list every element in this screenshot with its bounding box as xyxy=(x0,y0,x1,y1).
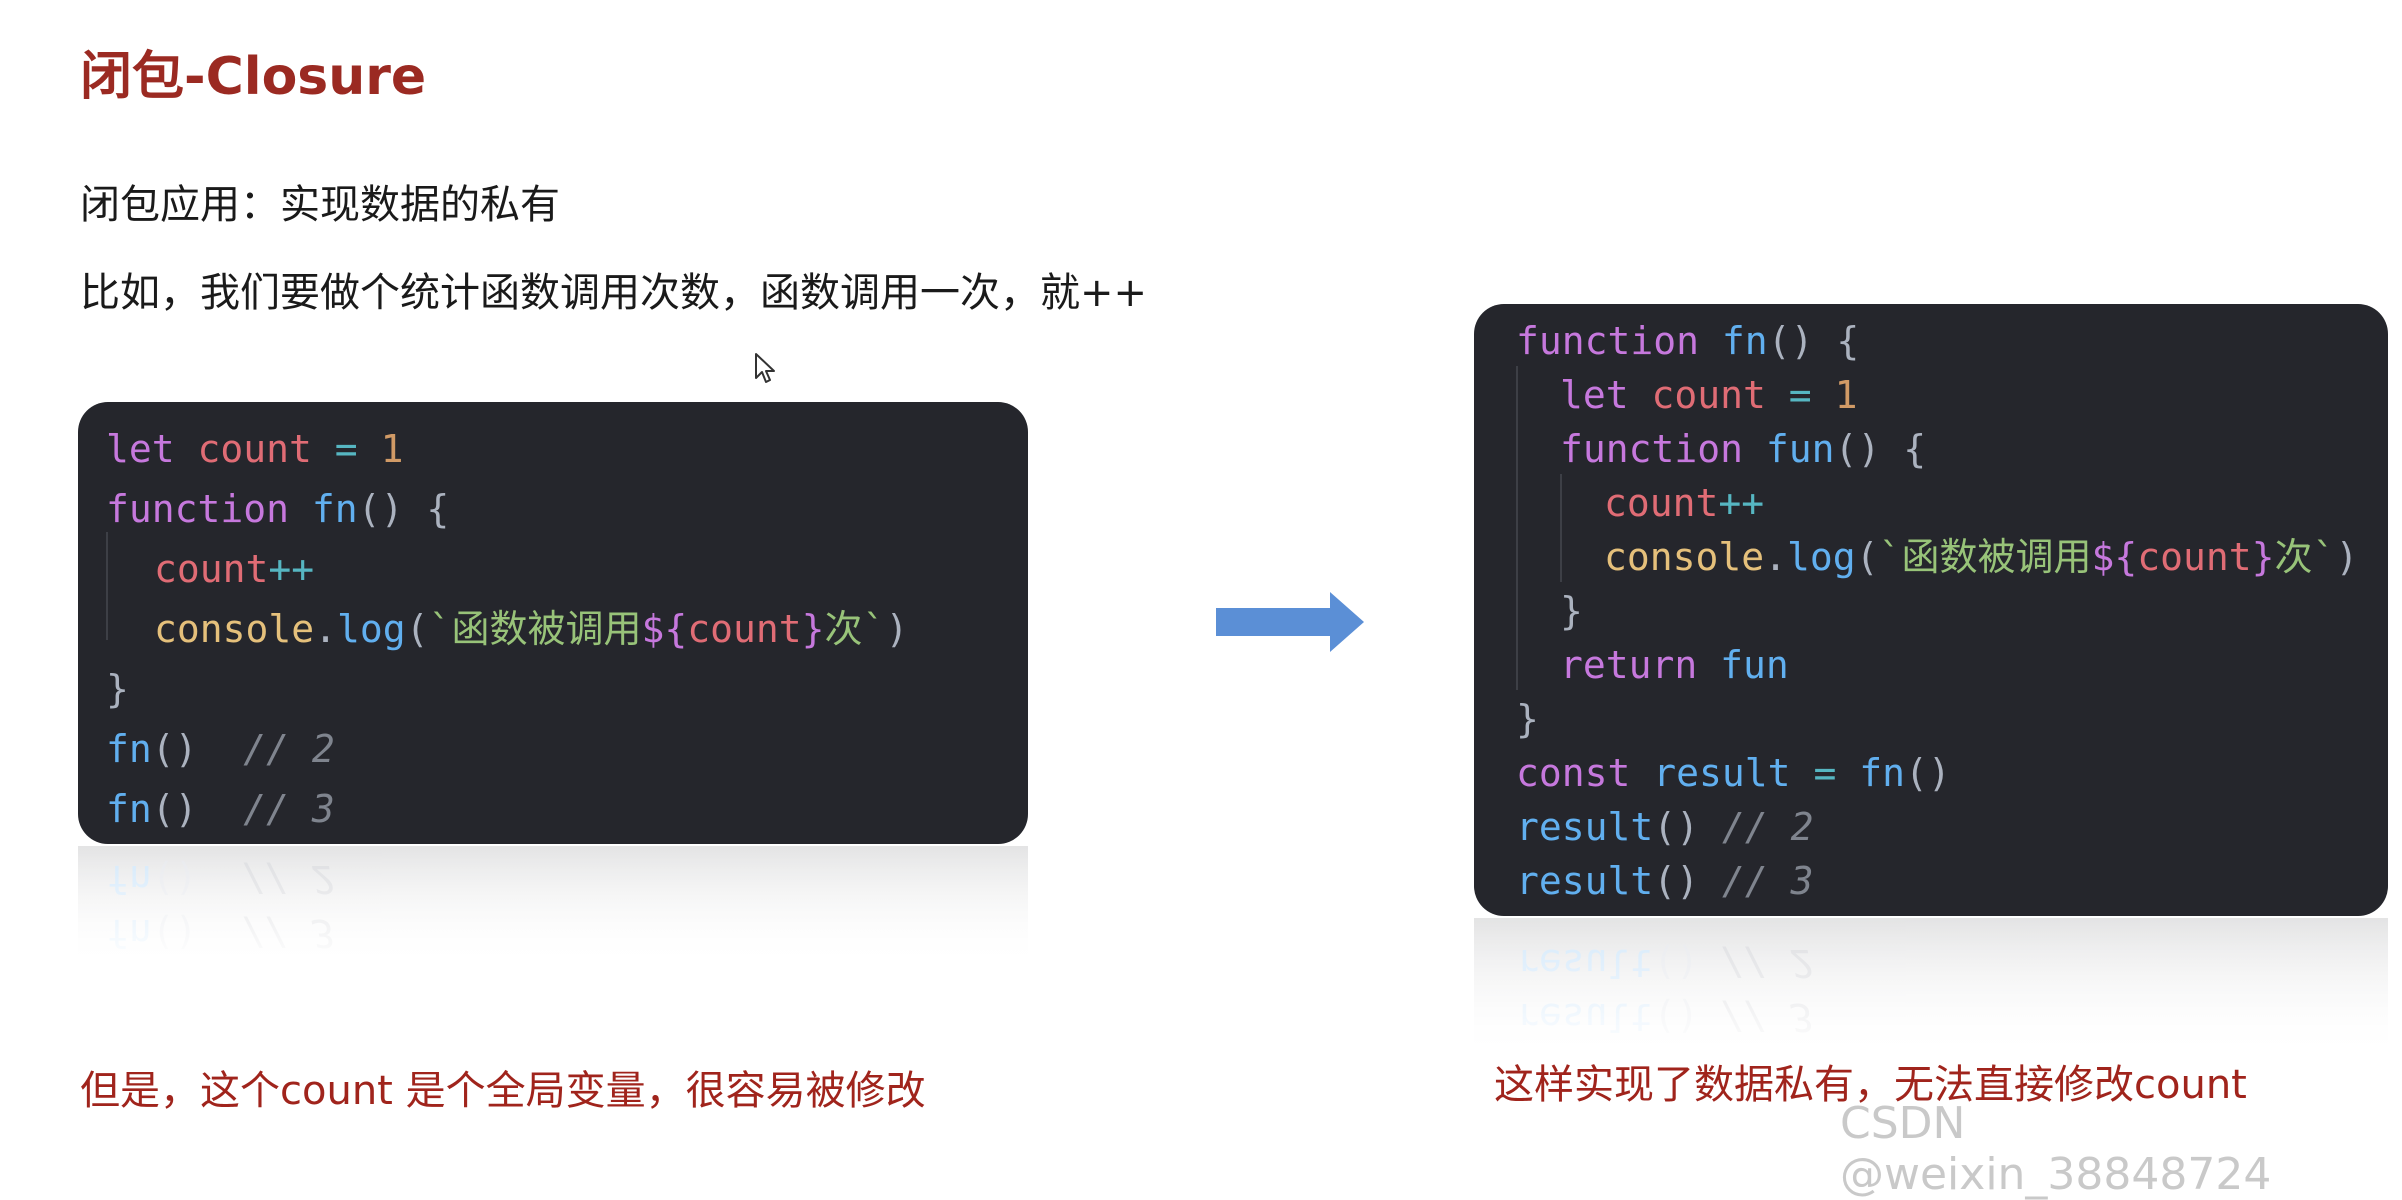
left-code-block: let count = 1 function fn() { count++ co… xyxy=(78,402,1028,844)
code-line: return fun xyxy=(1560,643,1789,687)
watermark: CSDN @weixin_38848724 xyxy=(1840,1098,2272,1200)
code-line: count++ xyxy=(1604,481,1765,525)
indent-guide xyxy=(1516,366,1518,690)
code-line: function fn() { xyxy=(1516,319,1860,363)
code-line: } xyxy=(106,667,129,711)
code-line: fn() // 3 xyxy=(106,787,335,831)
right-code-reflection: result() // 3 result() // 2 xyxy=(1474,918,2388,1058)
right-arrow-icon xyxy=(1216,592,1364,652)
intro-line-1: 闭包应用：实现数据的私有 xyxy=(80,182,560,228)
left-code-reflection: fn() // 3 fn() // 2 xyxy=(78,846,1028,966)
page-title: 闭包-Closure xyxy=(80,47,427,107)
code-line: function fn() { xyxy=(106,487,450,531)
code-line: count++ xyxy=(154,547,315,591)
code-line: result() // 2 xyxy=(1516,805,1814,849)
code-line: } xyxy=(1560,589,1583,633)
code-line: function fun() { xyxy=(1560,427,1927,471)
code-line: console.log(`函数被调用${count}次`) xyxy=(154,607,909,651)
indent-guide xyxy=(1560,474,1562,582)
indent-guide xyxy=(106,532,108,640)
code-line: fn() // 2 xyxy=(106,727,335,771)
left-note: 但是，这个count 是个全局变量，很容易被修改 xyxy=(80,1068,926,1114)
code-line: let count = 1 xyxy=(106,427,404,471)
code-line: console.log(`函数被调用${count}次`) xyxy=(1604,535,2359,579)
code-line: const result = fn() xyxy=(1516,751,1951,795)
code-line: } xyxy=(1516,697,1539,741)
intro-line-2: 比如，我们要做个统计函数调用次数，函数调用一次，就++ xyxy=(80,270,1148,316)
right-code-block: function fn() { let count = 1 function f… xyxy=(1474,304,2388,916)
mouse-cursor-icon xyxy=(755,353,775,383)
code-line: result() // 3 xyxy=(1516,859,1814,903)
right-note: 这样实现了数据私有，无法直接修改count xyxy=(1494,1062,2247,1108)
code-line: let count = 1 xyxy=(1560,373,1858,417)
